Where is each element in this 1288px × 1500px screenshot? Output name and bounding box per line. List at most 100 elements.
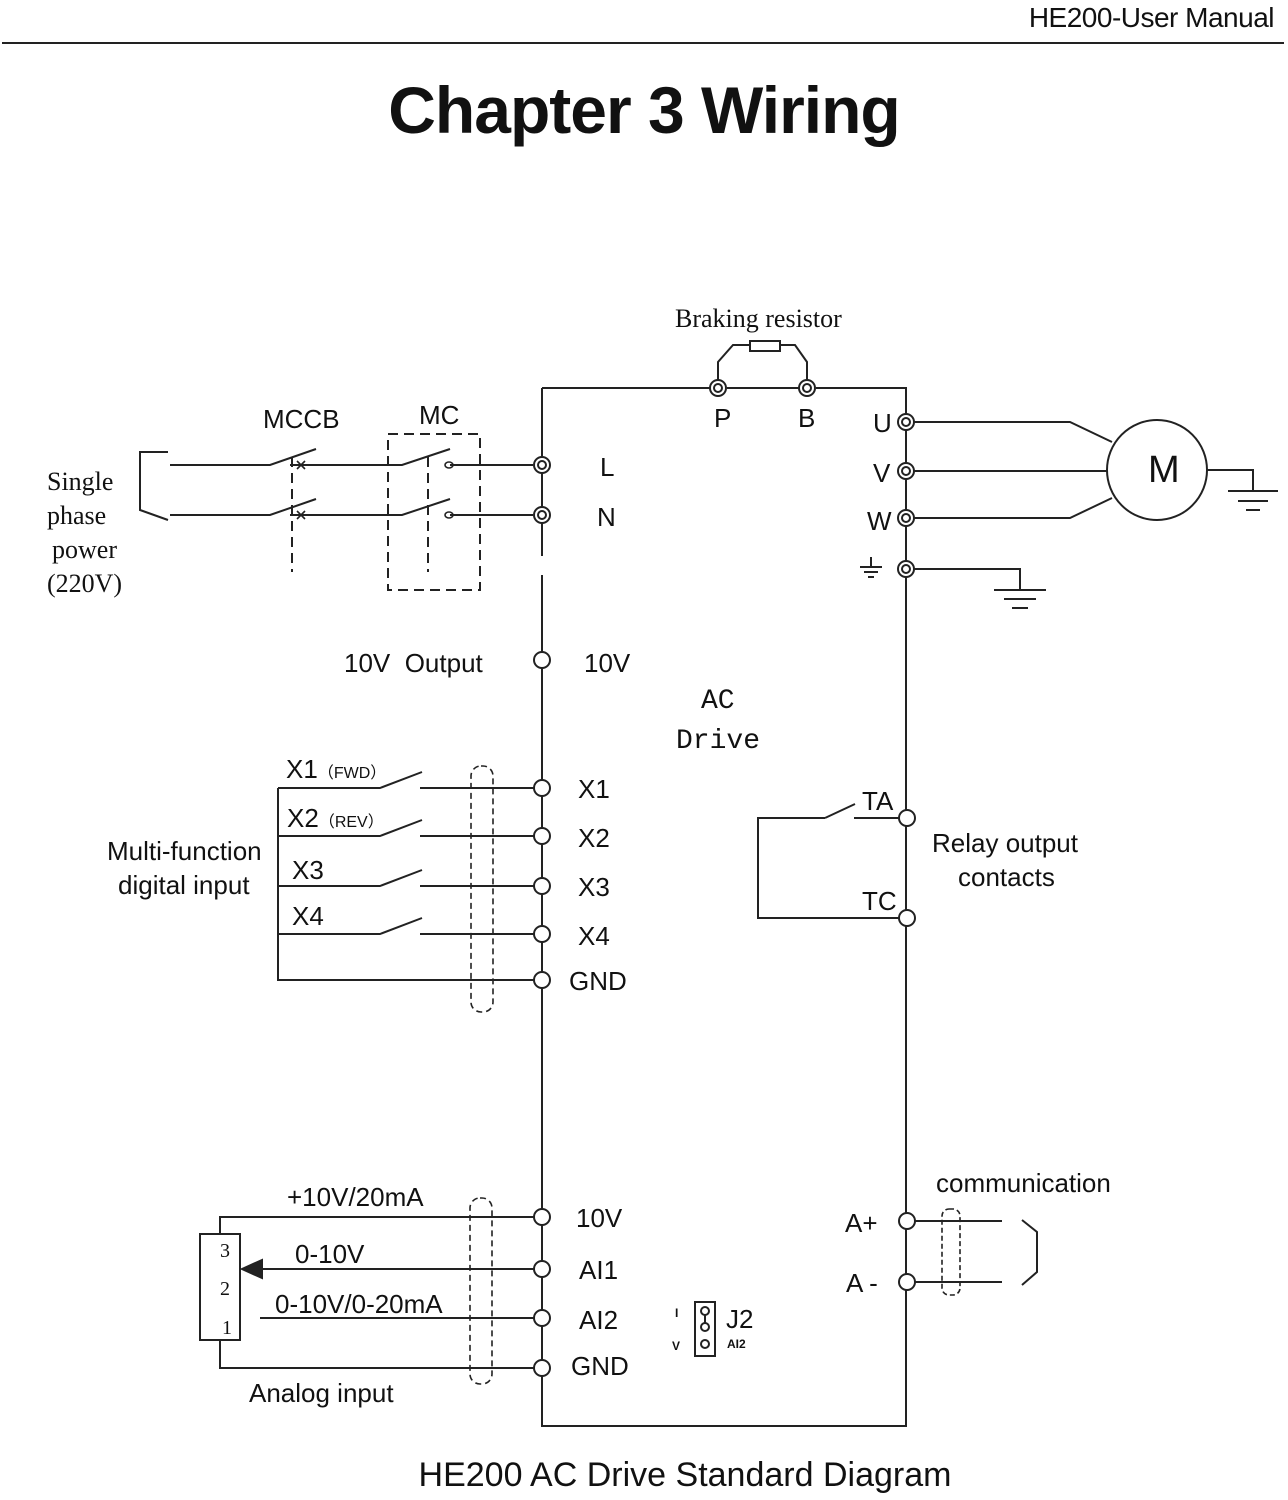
motor-ground-icon <box>1228 490 1278 511</box>
terminal-tc <box>898 909 916 927</box>
mc-label: MC <box>419 400 459 430</box>
di-switch-x2 <box>278 819 535 837</box>
terminal-label-ta: TA <box>862 786 894 816</box>
analog-shield-icon <box>469 1197 493 1385</box>
terminal-x2 <box>533 827 551 845</box>
mccb-trip-mark-icon <box>296 460 306 520</box>
power-bracket <box>139 451 169 521</box>
jumper-j2-icon <box>694 1301 716 1357</box>
power-label-line: (220V) <box>47 569 122 598</box>
di-group-label: digital input <box>118 870 250 900</box>
terminal-label-u: U <box>873 408 892 438</box>
di-switch-x1 <box>278 771 535 789</box>
power-line-n <box>170 498 533 516</box>
mc-contact-icon <box>444 511 454 519</box>
chapter-title: Chapter 3 Wiring <box>388 73 900 147</box>
terminal-label-x4: X4 <box>578 921 610 951</box>
potentiometer-icon <box>199 1233 241 1341</box>
di-switch-label-x1: X1（FWD） <box>286 754 386 784</box>
pot-pin-2: 2 <box>220 1278 230 1300</box>
relay-label: Relay output <box>932 828 1079 858</box>
manual-title: HE200-User Manual <box>1028 2 1275 33</box>
terminal-v <box>897 462 915 480</box>
terminal-label-b: B <box>798 403 815 433</box>
comm-bracket <box>1021 1219 1038 1286</box>
jumper-pin-1 <box>700 1306 710 1316</box>
braking-resistor-icon <box>749 340 781 352</box>
terminal-l <box>533 456 551 474</box>
terminal-label-n: N <box>597 502 616 532</box>
terminal-pe <box>897 560 915 578</box>
jumper-pos-v: V <box>672 1339 680 1353</box>
terminal-label-tc: TC <box>862 886 897 916</box>
terminal-ai2 <box>533 1309 551 1327</box>
di-switch-x4 <box>278 917 535 935</box>
mc-contact-icon <box>444 461 454 469</box>
di-group-label: Multi-function <box>107 836 262 866</box>
terminal-label-ai1: AI1 <box>579 1255 618 1285</box>
analog-wire-label-ai2: 0-10V/0-20mA <box>275 1289 443 1319</box>
di-switch-label-x4: X4 <box>292 901 324 931</box>
ten-volt-output-label: 10V Output <box>344 648 484 678</box>
drive-label-line2: Drive <box>676 726 760 757</box>
terminal-ai1 <box>533 1260 551 1278</box>
terminal-label-10v: 10V <box>576 1203 623 1233</box>
communication-label: communication <box>936 1168 1111 1198</box>
terminal-10v-out <box>533 651 551 669</box>
terminal-10v <box>533 1208 551 1226</box>
pe-ground-wire <box>913 568 1021 590</box>
jumper-sub-label: AI2 <box>727 1337 746 1351</box>
drive-label-line1: AC <box>701 686 735 717</box>
terminal-w <box>897 509 915 527</box>
terminal-a-minus <box>898 1273 916 1291</box>
terminal-x3 <box>533 877 551 895</box>
terminal-label-10v-out: 10V <box>584 648 631 678</box>
terminal-label-x1: X1 <box>578 774 610 804</box>
terminal-x1 <box>533 779 551 797</box>
pot-wiper-arrow-icon <box>239 1258 263 1280</box>
jumper-pos-i: I <box>675 1306 678 1320</box>
terminal-di-gnd <box>533 971 551 989</box>
relay-label: contacts <box>958 862 1055 892</box>
motor-ground-wire <box>1207 469 1254 491</box>
power-label-line: Single <box>47 467 113 496</box>
figure-caption: HE200 AC Drive Standard Diagram <box>418 1456 952 1494</box>
terminal-label-l: L <box>600 452 614 482</box>
analog-wire-label-10v: +10V/20mA <box>287 1182 424 1212</box>
power-label-line: phase <box>47 501 106 530</box>
motor-wire-u <box>913 421 1113 443</box>
jumper-label: J2 <box>726 1304 753 1334</box>
terminal-label-di-gnd: GND <box>569 966 627 996</box>
terminal-u <box>897 413 915 431</box>
jumper-pin-3 <box>700 1339 710 1349</box>
power-line-l <box>170 448 533 466</box>
analog-wire-gnd <box>219 1340 535 1369</box>
di-shield-icon <box>470 765 494 1013</box>
terminal-label-x3: X3 <box>578 872 610 902</box>
jumper-pin-2 <box>700 1322 710 1332</box>
analog-input-label: Analog input <box>249 1378 394 1408</box>
terminal-label-v: V <box>873 458 891 488</box>
terminal-label-a-plus: A+ <box>845 1208 878 1238</box>
header-divider <box>2 42 1284 44</box>
terminal-ai-gnd <box>533 1359 551 1377</box>
pot-pin-1: 1 <box>222 1317 232 1339</box>
pot-pin-3: 3 <box>220 1240 230 1262</box>
di-common-wire <box>277 788 535 981</box>
terminal-label-w: W <box>867 506 892 536</box>
terminal-a-plus <box>898 1212 916 1230</box>
motor-wire-w <box>913 497 1113 519</box>
motor-label: M <box>1148 449 1180 491</box>
di-switch-label-x2: X2（REV） <box>287 803 384 833</box>
di-switch-label-x3: X3 <box>292 855 324 885</box>
pe-terminal-symbol-icon <box>860 557 882 578</box>
di-switch-x3 <box>278 869 535 887</box>
terminal-x4 <box>533 925 551 943</box>
terminal-label-ai2: AI2 <box>579 1305 618 1335</box>
terminal-p <box>709 379 727 397</box>
comm-shield-icon <box>941 1208 961 1296</box>
terminal-n <box>533 506 551 524</box>
pe-ground-icon <box>994 589 1046 609</box>
mccb-label: MCCB <box>263 404 340 434</box>
